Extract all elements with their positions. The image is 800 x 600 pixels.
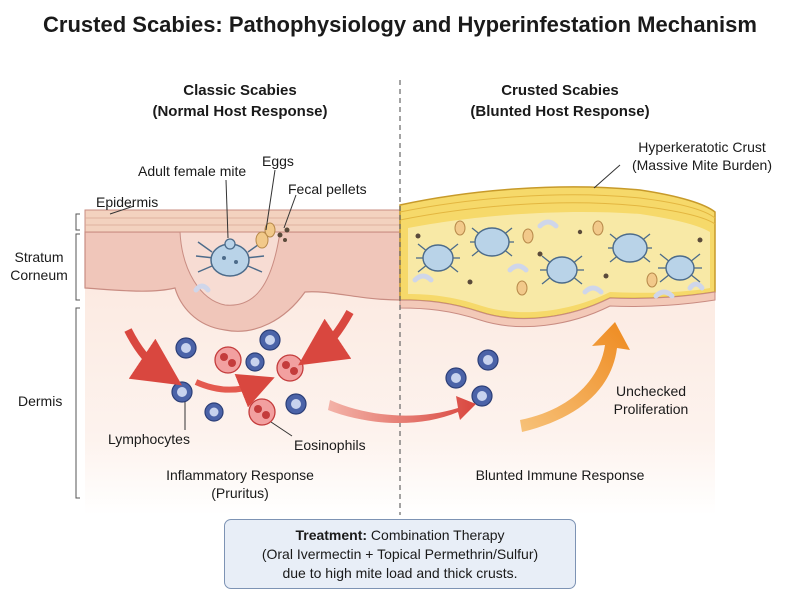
stratum-line1: Stratum xyxy=(14,249,64,265)
eggs xyxy=(255,222,276,249)
stratum-line2: Corneum xyxy=(10,267,68,283)
proliferation-line2: Proliferation xyxy=(613,401,689,417)
crust-label: Hyperkeratotic Crust (Massive Mite Burde… xyxy=(612,138,792,174)
eosinophils xyxy=(214,346,304,426)
treatment-line1: Treatment: Combination Therapy xyxy=(225,526,575,545)
crusted-heading-line1: Crusted Scabies xyxy=(501,82,619,99)
classic-heading-line1: Classic Scabies xyxy=(183,82,297,99)
crusted-heading-line2: (Blunted Host Response) xyxy=(470,103,650,120)
lymphocytes-right xyxy=(445,349,499,407)
dermis-label: Dermis xyxy=(18,393,63,409)
epidermis-label: Epidermis xyxy=(96,194,159,210)
treatment-line2: (Oral Ivermectin + Topical Permethrin/Su… xyxy=(261,546,539,562)
eggs-label: Eggs xyxy=(262,153,294,169)
eosinophils-label: Eosinophils xyxy=(294,437,366,453)
treatment-line3: due to high mite load and thick crusts. xyxy=(282,565,518,581)
arrow-proliferation xyxy=(520,322,630,432)
lymphocytes-left xyxy=(171,329,307,422)
arrow-right-curve xyxy=(298,310,354,366)
crust-mites xyxy=(416,227,702,285)
bracket-dermis xyxy=(75,307,80,499)
arrow-to-right-panel xyxy=(328,396,476,424)
classic-scabies-heading: Classic Scabies (Normal Host Response) xyxy=(100,80,380,122)
proliferation-label: Unchecked Proliferation xyxy=(596,382,706,418)
fecal-pellets-label: Fecal pellets xyxy=(288,181,367,197)
crust-debris xyxy=(412,219,705,299)
arrow-left-curve xyxy=(124,328,182,386)
treatment-heading: Treatment: xyxy=(295,527,368,543)
fecal-pellets xyxy=(277,227,290,242)
epidermis-surface-left xyxy=(84,209,401,233)
page-title: Crusted Scabies: Pathophysiology and Hyp… xyxy=(43,12,757,37)
inflammatory-line2: (Pruritus) xyxy=(211,485,269,501)
blunted-response-label: Blunted Immune Response xyxy=(475,467,645,483)
inflammatory-line1: Inflammatory Response xyxy=(166,467,314,483)
stratum-corneum-label: Stratum Corneum xyxy=(6,248,72,284)
proliferation-line1: Unchecked xyxy=(615,383,687,399)
arrow-center xyxy=(194,373,275,408)
treatment-therapy: Combination Therapy xyxy=(367,527,505,543)
bracket-epidermis xyxy=(75,213,80,231)
crust-line2: (Massive Mite Burden) xyxy=(631,157,773,173)
inflammatory-response-label: Inflammatory Response (Pruritus) xyxy=(140,466,340,502)
lymphocytes-label: Lymphocytes xyxy=(108,431,190,447)
mite-label: Adult female mite xyxy=(138,163,247,179)
treatment-box: Treatment: Combination Therapy (Oral Ive… xyxy=(224,519,576,589)
adult-female-mite xyxy=(195,238,265,277)
bracket-stratum xyxy=(75,233,80,301)
classic-heading-line2: (Normal Host Response) xyxy=(152,103,328,120)
crusted-scabies-heading: Crusted Scabies (Blunted Host Response) xyxy=(420,80,700,122)
crust-line1: Hyperkeratotic Crust xyxy=(638,139,766,155)
